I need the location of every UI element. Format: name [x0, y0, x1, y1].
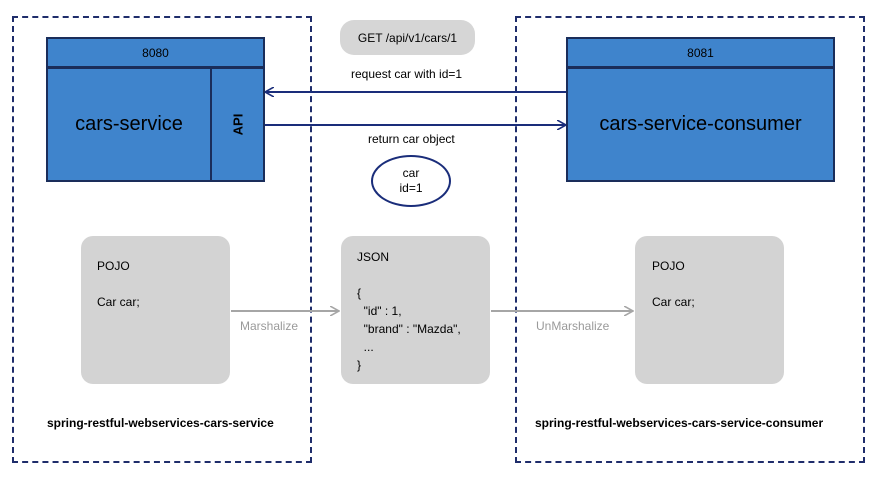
right-pojo-title: POJO	[652, 259, 685, 273]
left-pojo-body: Car car;	[97, 295, 140, 309]
right-port-header: 8081	[566, 37, 835, 68]
left-port-header: 8080	[46, 37, 265, 68]
json-line-1: "id" : 1,	[357, 304, 402, 318]
cars-service-box: cars-service	[46, 67, 212, 182]
json-card: JSON { "id" : 1, "brand" : "Mazda", ... …	[341, 236, 490, 384]
right-port-label: 8081	[687, 45, 714, 60]
cars-service-consumer-box: cars-service-consumer	[566, 67, 835, 182]
marshalize-label: Marshalize	[238, 319, 301, 333]
right-container-footer: spring-restful-webservices-cars-service-…	[535, 416, 824, 430]
endpoint-label: GET /api/v1/cars/1	[357, 30, 458, 45]
right-pojo-card: POJO Car car;	[635, 236, 784, 384]
left-container-footer: spring-restful-webservices-cars-service	[47, 416, 274, 430]
endpoint-pill: GET /api/v1/cars/1	[340, 20, 475, 55]
cars-service-label: cars-service	[75, 113, 183, 135]
json-title: JSON	[357, 250, 390, 264]
api-label: API	[229, 113, 245, 136]
json-line-0: {	[357, 286, 362, 300]
car-object-line2: id=1	[399, 181, 423, 195]
right-container	[515, 16, 865, 463]
unmarshalize-label: UnMarshalize	[534, 319, 612, 333]
left-pojo-title: POJO	[97, 259, 130, 273]
api-box: API	[210, 67, 265, 182]
right-pojo-body: Car car;	[652, 295, 695, 309]
json-line-2: "brand" : "Mazda",	[357, 322, 461, 336]
left-port-label: 8080	[142, 45, 169, 60]
car-object-line1: car	[402, 166, 420, 180]
request-label: request car with id=1	[351, 67, 463, 81]
json-line-3: ...	[357, 340, 374, 354]
response-label: return car object	[368, 132, 455, 146]
left-container	[12, 16, 312, 463]
json-line-4: }	[357, 358, 362, 372]
left-pojo-card: POJO Car car;	[81, 236, 230, 384]
car-object-ellipse: car id=1	[371, 155, 451, 207]
cars-service-consumer-label: cars-service-consumer	[599, 113, 802, 135]
